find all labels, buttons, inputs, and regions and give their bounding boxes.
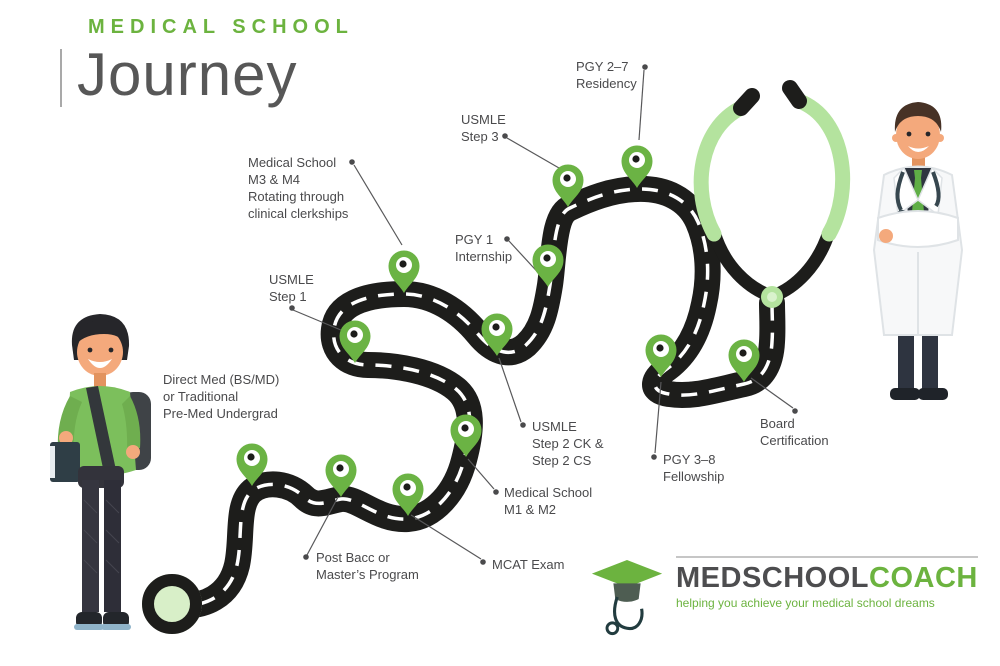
leader-dot-post-bacc [303,554,309,560]
leader-m1-m2 [467,458,495,490]
cap-stethoscope-chest-piece [605,621,620,636]
leader-dot-board-certification [792,408,798,414]
milestone-label-usmle-step-2: USMLE Step 2 CK & Step 2 CS [532,419,604,469]
milestone-label-board-certification: Board Certification [760,416,829,449]
start-ring [142,574,202,634]
student-shoe-sole-right [101,624,131,630]
stethoscope-earpiece-right [782,80,807,109]
leader-board-certification [750,377,794,409]
leader-usmle-2 [498,357,522,423]
stethoscope-earpiece-left [733,88,760,116]
milestone-label-pgy-1: PGY 1 Internship [455,232,513,265]
student-leg-left [82,480,99,612]
brand-tagline: helping you achieve your medical school … [676,596,935,611]
brand-medschool: MEDSCHOOL [676,562,869,594]
student-notebook [50,442,80,482]
stethoscope-tube-right-lower [766,225,836,303]
doctor-ear-left [892,134,900,142]
leader-dot-pgy-1 [504,236,510,242]
leader-usmle-1 [292,309,349,334]
title-eyebrow: MEDICAL SCHOOL [88,16,354,38]
leader-dot-usmle-3 [502,133,508,139]
student-hair-fringe [76,320,125,344]
student-illustration [50,314,151,630]
milestone-label-pgy-2-7: PGY 2–7 Residency [576,59,637,92]
doctor-hand [879,229,893,243]
doctor-coat [872,165,964,336]
brand-wordmark: MEDSCHOOLCOACH [676,563,978,593]
doctor-crossed-arms [877,210,959,248]
page-title: MEDICAL SCHOOL Journey [60,16,354,107]
leader-dot-pgy-3-8 [651,454,657,460]
milestone-label-med-school-m1-m2: Medical School M1 & M2 [504,485,593,518]
student-eye-left [87,347,93,353]
student-notebook-pages [50,446,55,478]
milestone-label-mcat: MCAT Exam [492,557,565,572]
stethoscope-tube-left-lower [707,225,778,303]
doctor-illustration [872,102,964,400]
doctor-tie [912,170,924,222]
stethoscope-tube-left [693,100,749,242]
cap-stethoscope-tube [613,596,644,631]
milestone-label-post-bacc: Post Bacc or Master’s Program [316,550,419,583]
leader-dot-usmle-1 [289,305,295,311]
student-neck [94,373,106,387]
doctor-eye-right [925,131,931,137]
student-shoe-sole-left [74,624,104,630]
leader-post-bacc [306,496,339,556]
leader-mcat [410,514,482,560]
milestone-label-usmle-step-3: USMLE Step 3 [461,112,506,145]
leader-pgy-2-7 [638,69,645,141]
milestone-label-usmle-step-1: USMLE Step 1 [269,272,314,305]
student-hand-left [59,431,73,445]
brand-coach: COACH [869,562,978,594]
milestone-label-direct-med: Direct Med (BS/MD) or Traditional Pre-Me… [163,372,280,422]
cap-base [613,583,641,602]
leader-dot-usmle-2 [520,422,526,428]
doctor-smile [908,146,929,152]
student-pants-pattern [83,499,120,574]
doctor-stethoscope [895,171,941,211]
leader-dots [289,64,798,565]
doctor-face [896,111,940,159]
student-eye-right [108,347,114,353]
leader-usmle-3 [506,137,560,169]
title-divider [60,49,62,107]
leader-dot-mcat [480,559,486,565]
stethoscope-chest-piece-center [767,292,777,302]
doctor-eye-left [906,131,912,137]
milestone-label-med-school-m3-m4: Medical School M3 & M4 Rotating through … [248,155,349,222]
doctor-shoe-left [890,388,920,400]
title-main: Journey [77,41,298,108]
student-backpack-strap [86,386,116,473]
student-arm-right [122,396,141,452]
doctor-shoe-right [918,388,948,400]
leader-dot-pgy-2-7 [642,64,648,70]
student-leg-right [104,480,121,612]
leader-dot-m3-m4 [349,159,355,165]
leader-lines [292,69,794,560]
leader-pgy-3-8 [654,381,662,454]
road-start-ring [142,574,202,634]
cap-mortarboard [591,560,663,588]
doctor-hair [894,102,942,132]
student-smile [88,359,112,368]
student-hand-right [126,445,140,459]
graduation-cap-logo-icon [591,560,663,636]
leader-dot-m1-m2 [493,489,499,495]
stethoscope-illustration [693,80,851,308]
student-face [77,328,123,376]
milestone-label-pgy-3-8: PGY 3–8 Fellowship [663,452,725,485]
stethoscope-tube-right [791,93,851,242]
medschoolcoach-logo: MEDSCHOOLCOACH helping you achieve your … [588,556,978,642]
doctor-leg-left [898,330,914,390]
logo-text-block: MEDSCHOOLCOACH helping you achieve your … [676,556,978,610]
leader-m3-m4 [353,164,403,246]
doctor-leg-right [922,330,938,390]
doctor-ear-right [936,134,944,142]
